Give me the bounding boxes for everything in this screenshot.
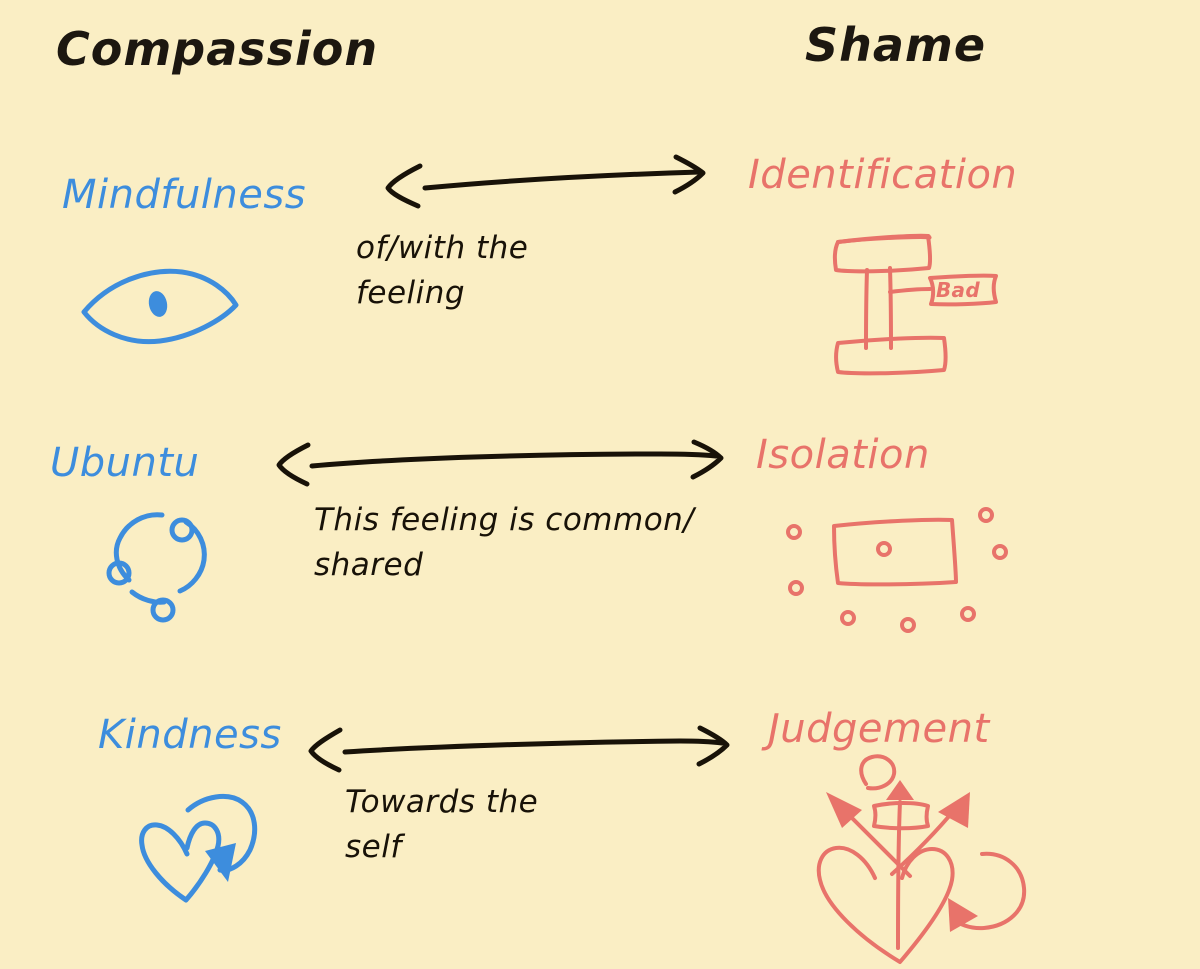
heart-with-returning-arrow-icon: [139, 793, 258, 903]
arrow-caption-row-1: of/with the feeling: [356, 230, 529, 311]
box-with-scattered-dots-icon: [786, 507, 1008, 633]
arrow-row-1: [385, 154, 706, 209]
arrow-row-3: [308, 725, 730, 773]
heading-shame: Shame: [805, 18, 987, 72]
arrow-caption-row-2: This feeling is common/ shared: [314, 502, 695, 583]
arrow-row-2: [276, 439, 724, 487]
row-label-isolation: Isolation: [756, 432, 930, 478]
circle-of-friends-icon: [106, 512, 207, 623]
row-label-kindness: Kindness: [98, 712, 282, 758]
eye-icon: [81, 268, 239, 345]
row-label-judgement: Judgement: [768, 706, 990, 752]
arrow-caption-row-3: Towards the self: [345, 784, 539, 865]
row-label-mindfulness: Mindfulness: [62, 172, 307, 218]
heading-compassion: Compassion: [56, 22, 379, 76]
i-beam-with-bad-tag-icon: [832, 233, 998, 376]
heart-pierced-by-arrows-icon: [816, 754, 1027, 964]
row-label-identification: Identification: [748, 152, 1018, 198]
row-label-ubuntu: Ubuntu: [50, 440, 200, 486]
bad-tag-label: Bad: [936, 278, 980, 302]
